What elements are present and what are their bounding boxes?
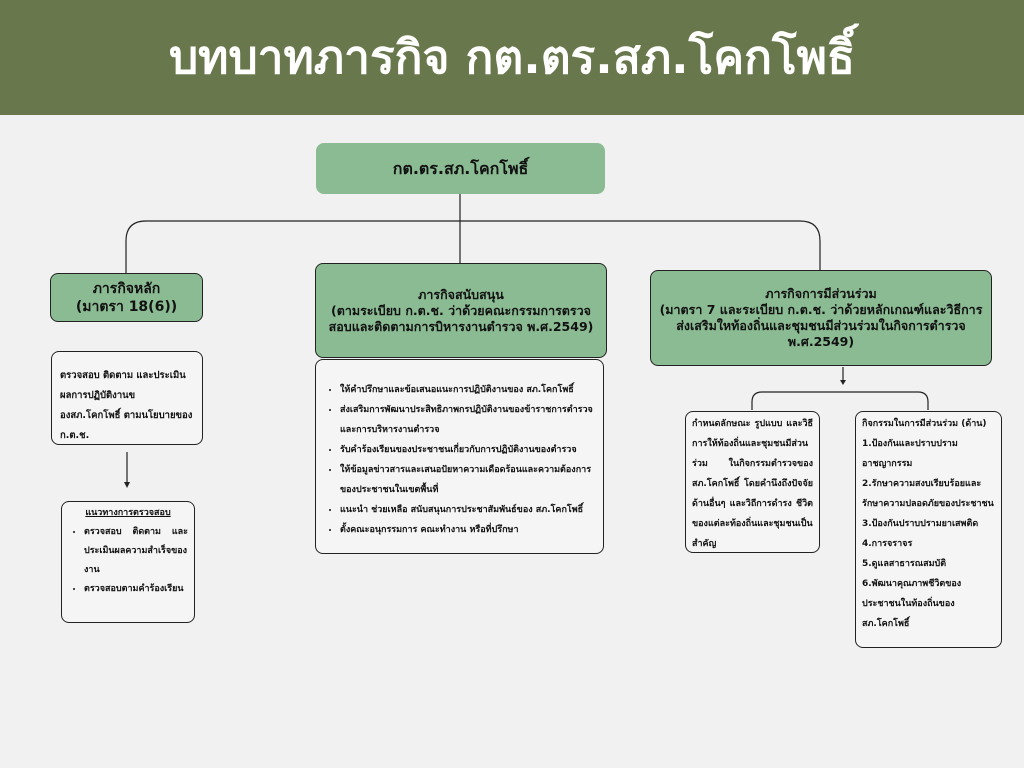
arrow-head-right: [840, 380, 846, 385]
support-mission-title: ภารกิจสนับสนุน: [418, 286, 504, 302]
page-title: บทบาทภารกิจ กต.ตร.สภ.โคกโพธิ์: [168, 30, 856, 84]
support-mission-node: ภารกิจสนับสนุน(ตามระเบียบ ก.ต.ช. ว่าด้วย…: [315, 263, 607, 358]
audit-guide-box: แนวทางการตรวจสอบ ตรวจสอบ ติดตาม และประเม…: [61, 501, 195, 623]
participation-activities: กิจกรรมในการมีส่วนร่วม (ด้าน) 1.ป้องกันแ…: [855, 411, 1002, 648]
support-mission-detail: ให้คำปรึกษาและข้อเสนอแนะการปฏิบัติงานของ…: [315, 359, 604, 554]
arrow-head-left: [124, 482, 130, 488]
audit-guide-item: ตรวจสอบตามคำร้องเรียน: [84, 580, 188, 599]
activity-item: 2.รักษาความสงบเรียบร้อยและรักษาความปลอดภ…: [862, 479, 994, 509]
support-item: รับคำร้องเรียนของประชาชนเกี่ยวกับการปฏิบ…: [340, 440, 595, 460]
main-mission-node: ภารกิจหลัก(มาตรา 18(6)): [50, 273, 203, 322]
participation-detail: กำหนดลักษณะ รูปแบบ และวิธีการให้ท้องถิ่น…: [685, 411, 820, 553]
activity-item: 4.การจราจร: [862, 539, 913, 549]
participation-mission-node: ภารกิจการมีส่วนร่วม(มาตรา 7 และระเบียบ ก…: [650, 270, 992, 366]
main-mission-detail-text: ตรวจสอบ ติดตาม และประเมินผลการปฏิบัติงาน…: [60, 370, 193, 441]
participation-detail-text: กำหนดลักษณะ รูปแบบ และวิธีการให้ท้องถิ่น…: [692, 419, 813, 549]
support-mission-subtitle: (ตามระเบียบ ก.ต.ช. ว่าด้วยคณะกรรมการตรวจ…: [328, 302, 594, 334]
main-mission-title: ภารกิจหลัก: [92, 280, 161, 297]
activity-item: 1.ป้องกันและปราบปรามอาชญากรรม: [862, 439, 958, 469]
main-mission-subtitle: (มาตรา 18(6)): [75, 298, 178, 315]
activity-item: 5.ดูแลสาธารณสมบัติ: [862, 559, 947, 569]
activity-item: 3.ป้องกันปราบปรามยาเสพติด: [862, 519, 979, 529]
support-item: ตั้งคณะอนุกรรมการ คณะทำงาน หรือที่ปรึกษา: [340, 520, 595, 540]
root-label: กต.ตร.สภ.โคกโพธิ์: [392, 158, 529, 178]
main-mission-detail: ตรวจสอบ ติดตาม และประเมินผลการปฏิบัติงาน…: [51, 351, 203, 445]
support-item: ส่งเสริมการพัฒนาประสิทธิภาพกรปฏิบัติงานข…: [340, 400, 595, 440]
audit-guide-title: แนวทางการตรวจสอบ: [85, 508, 171, 518]
support-item: แนะนำ ช่วยเหลือ สนับสนุนการประชาสัมพันธ์…: [340, 500, 595, 520]
activity-item: 6.พัฒนาคุณภาพชีวิตของประชาชนในท้องถิ่นขอ…: [862, 579, 962, 629]
connector-branches: [125, 220, 821, 273]
header-banner: บทบาทภารกิจ กต.ตร.สภ.โคกโพธิ์: [0, 0, 1024, 115]
activities-title: กิจกรรมในการมีส่วนร่วม (ด้าน): [862, 419, 987, 429]
support-item: ให้คำปรึกษาและข้อเสนอแนะการปฏิบัติงานของ…: [340, 380, 595, 400]
participation-mission-title: ภารกิจการมีส่วนร่วม: [765, 286, 877, 301]
audit-guide-item: ตรวจสอบ ติดตาม และประเมินผลความสำเร็จของ…: [84, 523, 188, 580]
participation-mission-subtitle: (มาตรา 7 และระเบียบ ก.ต.ช. ว่าด้วยหลักเก…: [659, 302, 983, 349]
connector-sub-branches: [751, 391, 929, 410]
support-item: ให้ข้อมูลข่าวสารและเสนอปัยหาความเดือดร้อ…: [340, 460, 595, 500]
root-node: กต.ตร.สภ.โคกโพธิ์: [316, 143, 605, 194]
